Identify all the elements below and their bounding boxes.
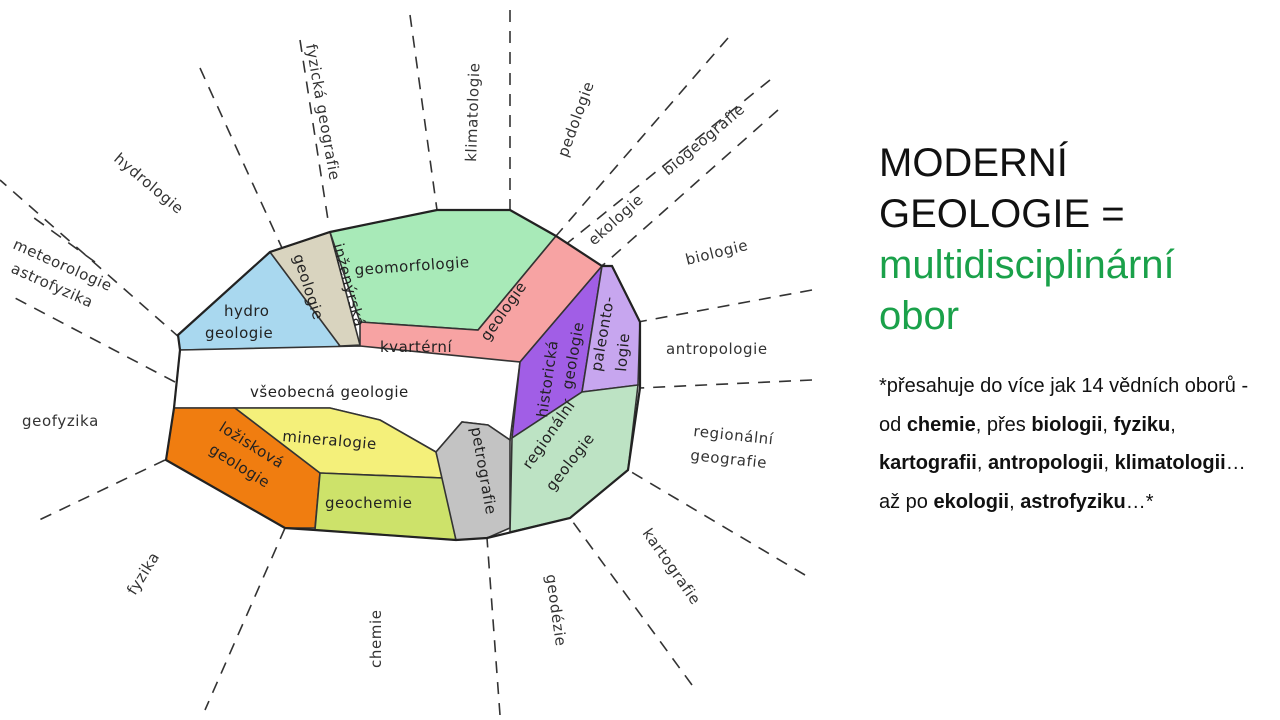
label-fyzicka-geografie: fyzická geografie: [302, 43, 344, 182]
label-hydrogeologie-2: geologie: [205, 324, 273, 342]
label-regionalni-geografie-2: geografie: [690, 446, 768, 472]
label-kartografie: kartografie: [639, 525, 705, 608]
title-line-4: obor: [879, 294, 960, 338]
label-klimatologie: klimatologie: [462, 62, 483, 162]
note-text: ,: [976, 452, 988, 474]
note-astrofyziku: astrofyziku: [1020, 490, 1126, 513]
label-biogeografie: biogeografie: [659, 100, 748, 179]
title-line-1: MODERNÍ: [879, 141, 1068, 185]
label-vseobecna-geologie: všeobecná geologie: [250, 383, 409, 401]
note-text: … až po: [879, 452, 1246, 513]
label-geofyzika: geofyzika: [22, 412, 99, 430]
label-fyzika: fyzika: [123, 549, 163, 599]
label-ekologie: ekologie: [585, 190, 647, 249]
label-geodezie: geodézie: [542, 573, 570, 648]
title-line-2: GEOLOGIE =: [879, 192, 1125, 236]
inner-regions: [165, 209, 641, 541]
label-kvarterni: kvartérní: [380, 338, 452, 356]
note-biologii: biologii: [1031, 413, 1103, 436]
radial-dashed-lines: [0, 10, 813, 716]
label-regionalni-geografie-1: regionální: [693, 422, 775, 448]
note-text: , přes: [975, 413, 1032, 436]
label-paleontologie-2: logie: [612, 332, 633, 372]
label-biologie: biologie: [684, 236, 750, 269]
note-klimatologii: klimatologii: [1114, 452, 1226, 474]
note-text: ,: [1103, 452, 1115, 474]
label-chemie: chemie: [367, 609, 385, 668]
note-text: *přesahuje do více jak 14 vědních oborů …: [879, 375, 1249, 436]
label-hydrologie: hydrologie: [110, 149, 187, 218]
slide-note: *přesahuje do více jak 14 vědních oborů …: [879, 367, 1259, 521]
note-text: ,: [1102, 413, 1114, 436]
note-text: ,: [1009, 490, 1021, 513]
note-antropologii: antropologii: [987, 452, 1104, 474]
title-line-3: multidisciplinární: [879, 243, 1175, 287]
label-pedologie: pedologie: [554, 79, 598, 160]
note-kartografii: kartografii: [879, 452, 977, 474]
note-fyziku: fyziku: [1113, 413, 1171, 436]
note-text: …*: [1125, 490, 1154, 513]
outer-boundary: [164, 208, 642, 542]
label-antropologie: antropologie: [666, 340, 768, 358]
geology-disciplines-diagram: hydro geologie inženýrská geologie geomo…: [0, 10, 813, 716]
note-chemie: chemie: [906, 413, 976, 436]
slide-title: MODERNÍ GEOLOGIE = multidisciplinární ob…: [879, 138, 1259, 342]
label-geochemie: geochemie: [325, 494, 412, 512]
note-ekologii: ekologii: [933, 490, 1010, 513]
label-hydrogeologie-1: hydro: [224, 302, 269, 320]
note-text: ,: [1170, 413, 1176, 436]
